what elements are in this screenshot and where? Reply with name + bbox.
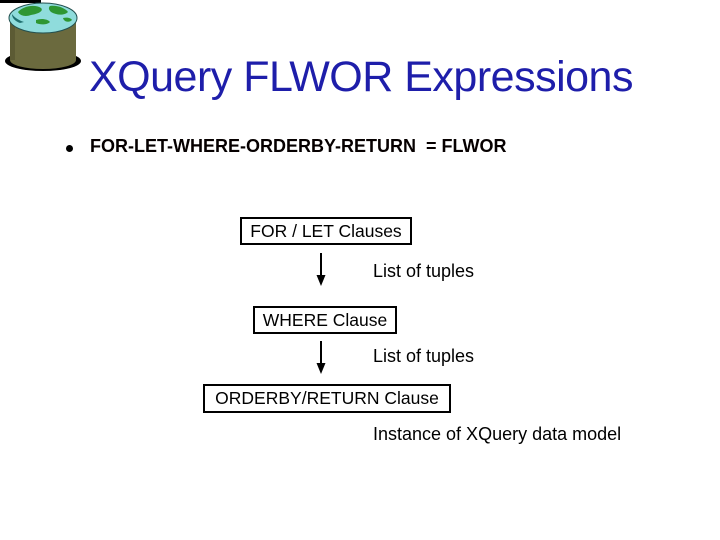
- arrow-down-icon: [316, 253, 326, 286]
- flow-annotation-list-of-tuples-1: List of tuples: [373, 261, 475, 281]
- flow-box-label: WHERE Clause: [262, 309, 388, 330]
- globe-database-icon: [0, 0, 81, 71]
- flow-box-orderby-return-clause: ORDERBY/RETURN Clause: [203, 384, 451, 413]
- flow-annotation-list-of-tuples-2: List of tuples: [373, 346, 475, 366]
- flow-box-label: FOR / LET Clauses: [250, 220, 402, 241]
- flow-box-label: ORDERBY/RETURN Clause: [215, 388, 439, 408]
- flow-box-where-clause: WHERE Clause: [253, 306, 397, 334]
- arrow-down-icon: [316, 341, 326, 374]
- flow-annotation-instance-of-xquery-data-model: Instance of XQuery data model: [373, 424, 622, 444]
- flow-box-for-let-clauses: FOR / LET Clauses: [240, 217, 412, 245]
- bullet-marker: [66, 145, 73, 152]
- bullet-text: FOR-LET-WHERE-ORDERBY-RETURN = FLWOR: [90, 136, 507, 156]
- slide-title: XQuery FLWOR Expressions: [89, 53, 633, 101]
